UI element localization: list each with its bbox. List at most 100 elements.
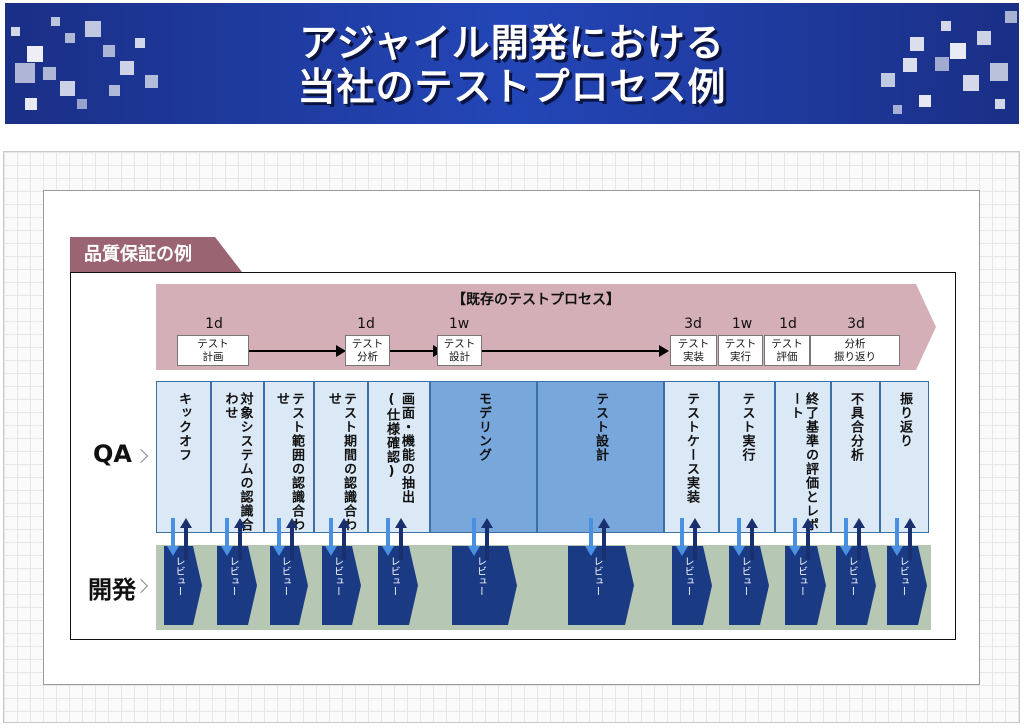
up-arrowhead [598,518,610,528]
up-arrow-icon [342,528,346,560]
qa-task-label: 画面・機能の抽出(仕様確認) [384,392,414,532]
step-test-design: テスト 設計 [437,335,482,366]
down-arrowhead [676,546,688,556]
review-label: レビュー [388,556,399,596]
up-arrowhead [689,518,701,528]
down-arrow-icon [472,518,476,548]
title-banner: アジャイル開発における 当社のテストプロセス例 [5,3,1019,124]
flow-arrow [482,350,662,352]
up-arrow-icon [399,528,403,560]
qa-task-cell: テスト実行 [719,381,775,533]
qa-task-cell: キックオフ [156,381,211,533]
qa-task-label-line: テスト範囲の [289,392,304,476]
up-arrowhead [234,518,246,528]
review-label: レビュー [846,556,857,596]
qa-task-label-line: キックオフ [176,392,191,462]
duration-review: 3d [840,316,872,332]
step-test-implementation: テスト 実装 [670,335,717,366]
qa-task-label: テスト期間の認識合わせ [326,392,356,532]
duration-evaluate: 1d [772,316,804,332]
lane-label-qa: QA [93,440,132,468]
step-analysis-retrospective: 分析 振り返り [810,335,900,366]
qa-task-cell: テスト期間の認識合わせ [314,381,368,533]
duration-implement: 3d [677,316,709,332]
qa-task-label-line: 振り返り [897,392,912,448]
down-arrow-icon [277,518,281,548]
qa-task-label-line: (仕様確認) [384,392,399,480]
down-arrow-icon [895,518,899,548]
down-arrow-icon [171,518,175,548]
step-label: 分析 [811,338,899,351]
step-label: 分析 [346,351,389,364]
qa-task-cell: 画面・機能の抽出(仕様確認) [368,381,430,533]
up-arrow-icon [602,528,606,560]
qa-task-label-line: テストケース実装 [684,392,699,504]
review-label: レビュー [227,556,238,596]
qa-task-cell: テスト範囲の認識合わせ [264,381,314,533]
step-label: 実行 [719,351,762,364]
up-arrow-icon [290,528,294,560]
lane-label-dev: 開発 [88,570,136,605]
process-title: 【既存のテストプロセス】 [156,289,916,309]
up-arrowhead [746,518,758,528]
qa-task-cell: 不具合分析 [831,381,880,533]
down-arrowhead [891,546,903,556]
review-label: レビュー [796,556,807,596]
flow-arrow [390,350,436,352]
duration-design: 1w [443,316,475,332]
down-arrow-icon [844,518,848,548]
step-test-analysis: テスト 分析 [345,335,390,366]
step-label: テスト [178,338,248,351]
qa-task-label-line: モデリング [476,392,491,462]
down-arrow-icon [329,518,333,548]
up-arrowhead [802,518,814,528]
title-line-2: 当社のテストプロセス例 [5,65,1019,109]
up-arrow-icon [485,528,489,560]
step-label: テスト [346,338,389,351]
up-arrowhead [904,518,916,528]
flow-arrow [249,350,339,352]
down-arrowhead [273,546,285,556]
qa-task-label: 振り返り [897,392,912,448]
qa-task-label: モデリング [476,392,491,462]
down-arrow-icon [589,518,593,548]
duration-analysis: 1d [350,316,382,332]
up-arrowhead [853,518,865,528]
down-arrow-icon [386,518,390,548]
qa-task-cell: 終了基準の評価とレポート [775,381,831,533]
qa-task-label-line: 不具合分析 [848,392,863,462]
step-test-execution: テスト 実行 [718,335,763,366]
step-label: テスト [765,338,809,351]
qa-task-label: 不具合分析 [848,392,863,462]
step-test-evaluation: テスト 評価 [764,335,810,366]
up-arrowhead [481,518,493,528]
step-label: テスト [719,338,762,351]
qa-task-label-line: 終了基準の [803,392,818,462]
duration-plan: 1d [198,316,230,332]
qa-task-cell: 振り返り [880,381,929,533]
step-label: テスト [671,338,716,351]
up-arrow-icon [184,528,188,560]
step-label: 実装 [671,351,716,364]
step-test-plan: テスト 計画 [177,335,249,366]
down-arrowhead [325,546,337,556]
up-arrow-icon [693,528,697,560]
review-label: レビュー [897,556,908,596]
qa-task-cell: テスト設計 [537,381,664,533]
review-label: レビュー [682,556,693,596]
up-arrowhead [395,518,407,528]
qa-task-label: テスト設計 [593,392,608,462]
qa-task-label: テストケース実装 [684,392,699,504]
down-arrowhead [585,546,597,556]
step-label: テスト [438,338,481,351]
review-label: レビュー [279,556,290,596]
review-label: レビュー [332,556,343,596]
flow-arrowhead [659,345,669,357]
step-label: 計画 [178,351,248,364]
up-arrow-icon [908,528,912,560]
review-label: レビュー [173,556,184,596]
qa-task-label: テスト実行 [740,392,755,462]
step-label: 設計 [438,351,481,364]
qa-task-label: 対象システムの認識合わせ [223,392,253,532]
down-arrowhead [789,546,801,556]
